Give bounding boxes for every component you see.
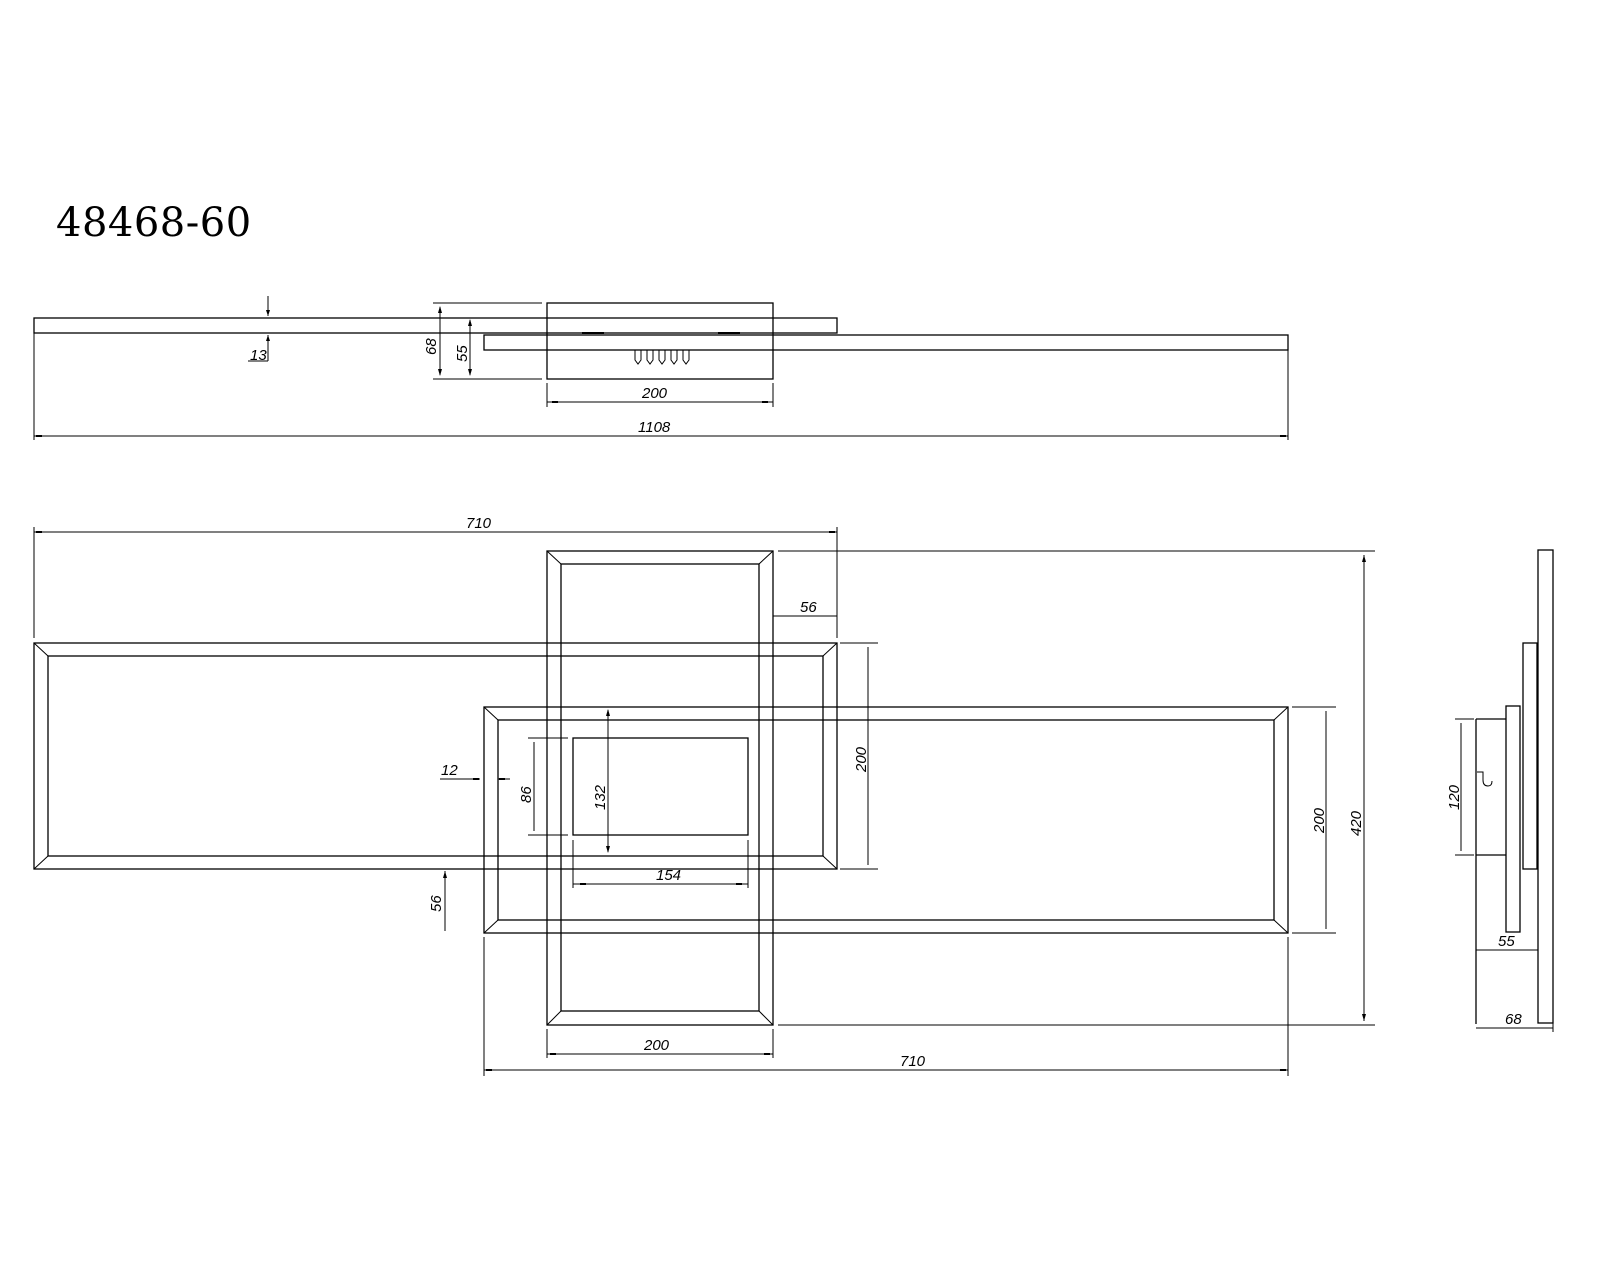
dim-lower-frame-width: 200 [1311,807,1328,834]
dim-mount-height: 120 [1446,784,1463,810]
pad [718,332,740,334]
dim-lower-frame-length: 710 [900,1053,926,1070]
dim-total-height: 68 [423,338,440,355]
lower-bar-profile [483,334,1289,351]
side-front-frame [1505,705,1521,933]
dim-overall-depth: 420 [1348,810,1365,836]
dim-frame-profile: 12 [441,762,458,779]
drawing-title: 48468-60 [56,200,252,246]
side-mount-bracket [1475,718,1506,1024]
dim-depth-inner: 55 [1498,933,1515,950]
dim-upper-frame-length: 710 [466,515,492,532]
right-side-view: 120 55 68 [1446,549,1554,1032]
dim-body-width: 200 [641,385,668,402]
frame-lower-right [483,706,1289,934]
hook-icon [1477,771,1493,787]
dim-upper-frame-width: 200 [853,746,870,773]
pad [582,332,604,334]
canopy [572,737,749,836]
dim-frame-thickness: 13 [250,347,267,364]
dim-vertical-frame-width: 200 [643,1037,670,1054]
frame-upper-left [33,642,838,870]
side-mid-frame [1522,642,1538,870]
center-body-profile [546,302,774,380]
dim-depth-total: 68 [1505,1011,1522,1028]
top-side-view: 13 68 55 200 1108 [33,296,1289,440]
dim-canopy-depth: 132 [592,784,609,810]
led-pins [634,350,690,365]
plan-view: 710 56 200 200 420 12 86 132 [33,515,1375,1076]
frame-vertical [546,550,774,1026]
dim-canopy-inner: 86 [518,786,535,803]
dim-overlap-top: 56 [800,599,817,616]
dim-canopy-width: 154 [656,867,681,884]
side-back-frame [1537,549,1554,1024]
dim-overall-length: 1108 [638,419,671,436]
dim-overlap-left: 56 [428,895,445,912]
upper-bar-profile [33,317,838,334]
dim-lower-height: 55 [454,345,471,362]
